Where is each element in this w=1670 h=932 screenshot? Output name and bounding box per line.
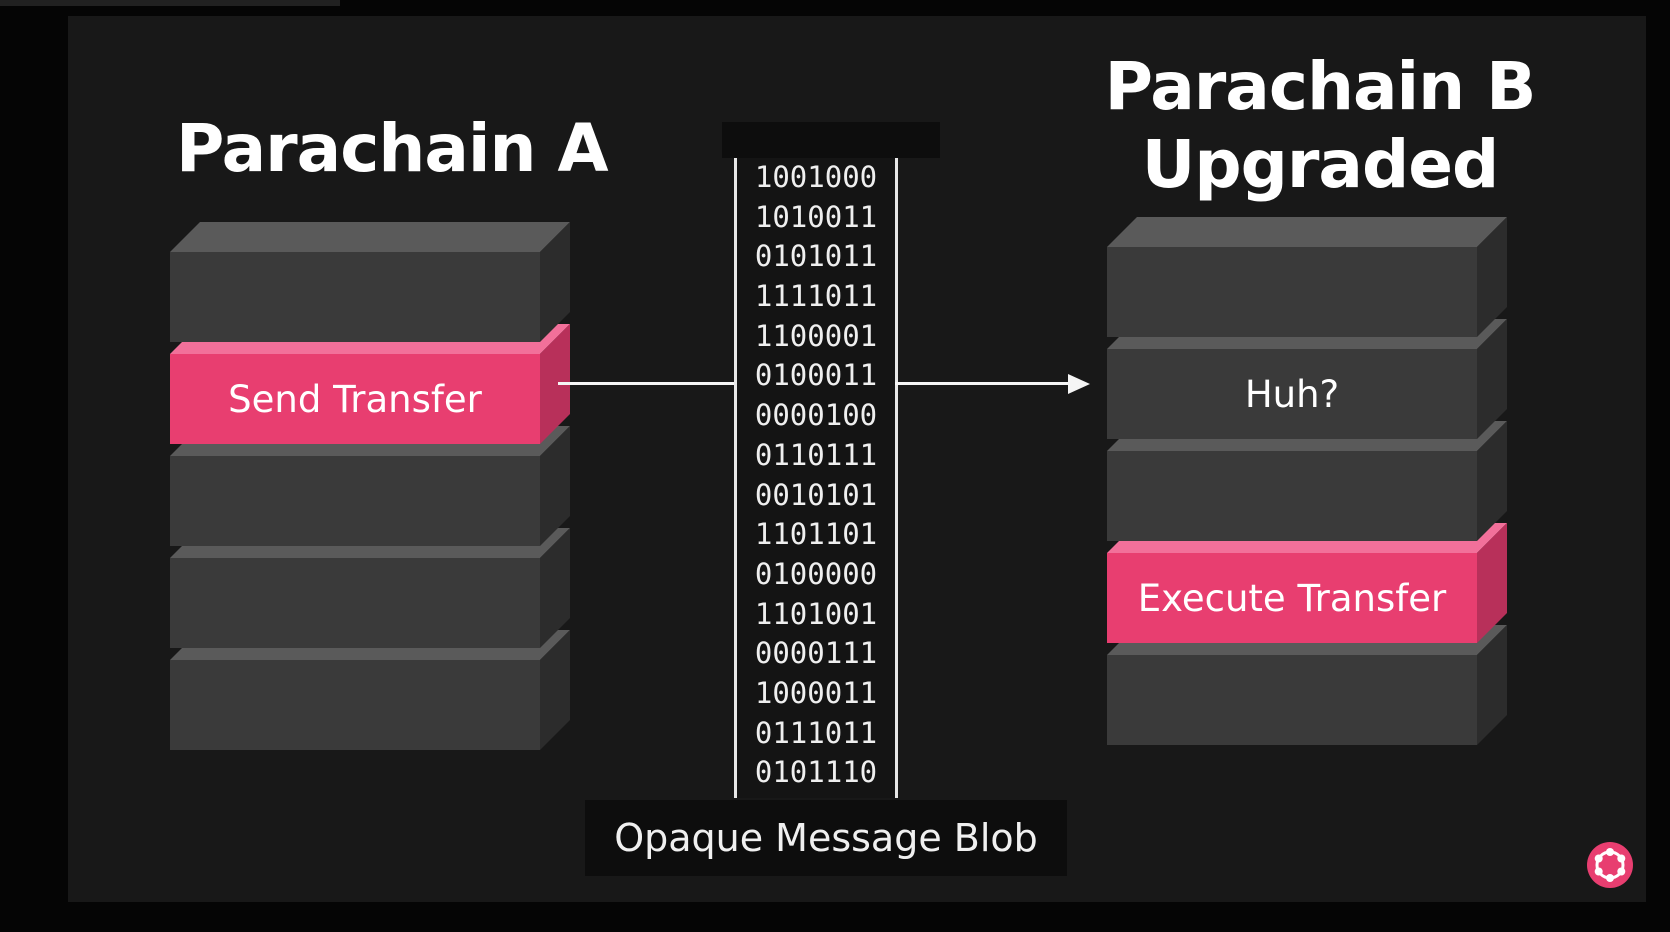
parachain-b-title-line2: Upgraded bbox=[1141, 126, 1499, 203]
send-transfer-block: Send Transfer bbox=[170, 324, 570, 444]
binary-row: 0000111 bbox=[754, 636, 878, 671]
binary-row: 0101110 bbox=[754, 755, 878, 790]
parachain-a-block-1 bbox=[170, 222, 570, 342]
parachain-a-block-5 bbox=[170, 630, 570, 750]
binary-row: 0110111 bbox=[754, 437, 878, 472]
binary-row: 1000011 bbox=[754, 675, 878, 710]
binary-row: 1100001 bbox=[754, 318, 878, 353]
huh-block: Huh? bbox=[1107, 319, 1507, 439]
binary-row: 1101001 bbox=[754, 596, 878, 631]
send-transfer-label: Send Transfer bbox=[170, 354, 540, 444]
arrow-head-icon bbox=[1068, 374, 1090, 394]
parachain-a-block-4 bbox=[170, 528, 570, 648]
arrow-a-to-blob bbox=[558, 382, 734, 385]
parachain-b-title: Parachain B Upgraded bbox=[1060, 48, 1580, 204]
parachain-a-title: Parachain A bbox=[176, 110, 609, 187]
parachain-b-block-5 bbox=[1107, 625, 1507, 745]
parachain-a-block-3 bbox=[170, 426, 570, 546]
huh-label: Huh? bbox=[1107, 349, 1477, 439]
arrow-blob-to-b bbox=[895, 382, 1075, 385]
execute-transfer-block: Execute Transfer bbox=[1107, 523, 1507, 643]
binary-bits: 1001000 1010011 0101011 1111011 1100001 01000… bbox=[747, 158, 885, 793]
parachain-b-block-3 bbox=[1107, 421, 1507, 541]
binary-row: 0101011 bbox=[754, 239, 878, 274]
binary-row: 1101101 bbox=[754, 517, 878, 552]
message-blob: 1001000 1010011 0101011 1111011 1100001 01000… bbox=[734, 158, 898, 798]
video-title-bar bbox=[0, 0, 340, 6]
binary-row: 0100011 bbox=[754, 358, 878, 393]
polkadot-logo-icon bbox=[1587, 842, 1633, 888]
message-blob-cap bbox=[722, 122, 940, 158]
parachain-b-title-line1: Parachain B bbox=[1104, 48, 1537, 125]
execute-transfer-label: Execute Transfer bbox=[1107, 553, 1477, 643]
binary-row: 1111011 bbox=[754, 279, 878, 314]
binary-row: 0100000 bbox=[754, 556, 878, 591]
binary-row: 0010101 bbox=[754, 477, 878, 512]
binary-row: 0111011 bbox=[754, 715, 878, 750]
message-blob-label: Opaque Message Blob bbox=[585, 800, 1067, 876]
binary-row: 1001000 bbox=[754, 160, 878, 194]
binary-row: 1010011 bbox=[754, 199, 878, 234]
parachain-b-block-1 bbox=[1107, 217, 1507, 337]
binary-row: 0000100 bbox=[754, 398, 878, 433]
